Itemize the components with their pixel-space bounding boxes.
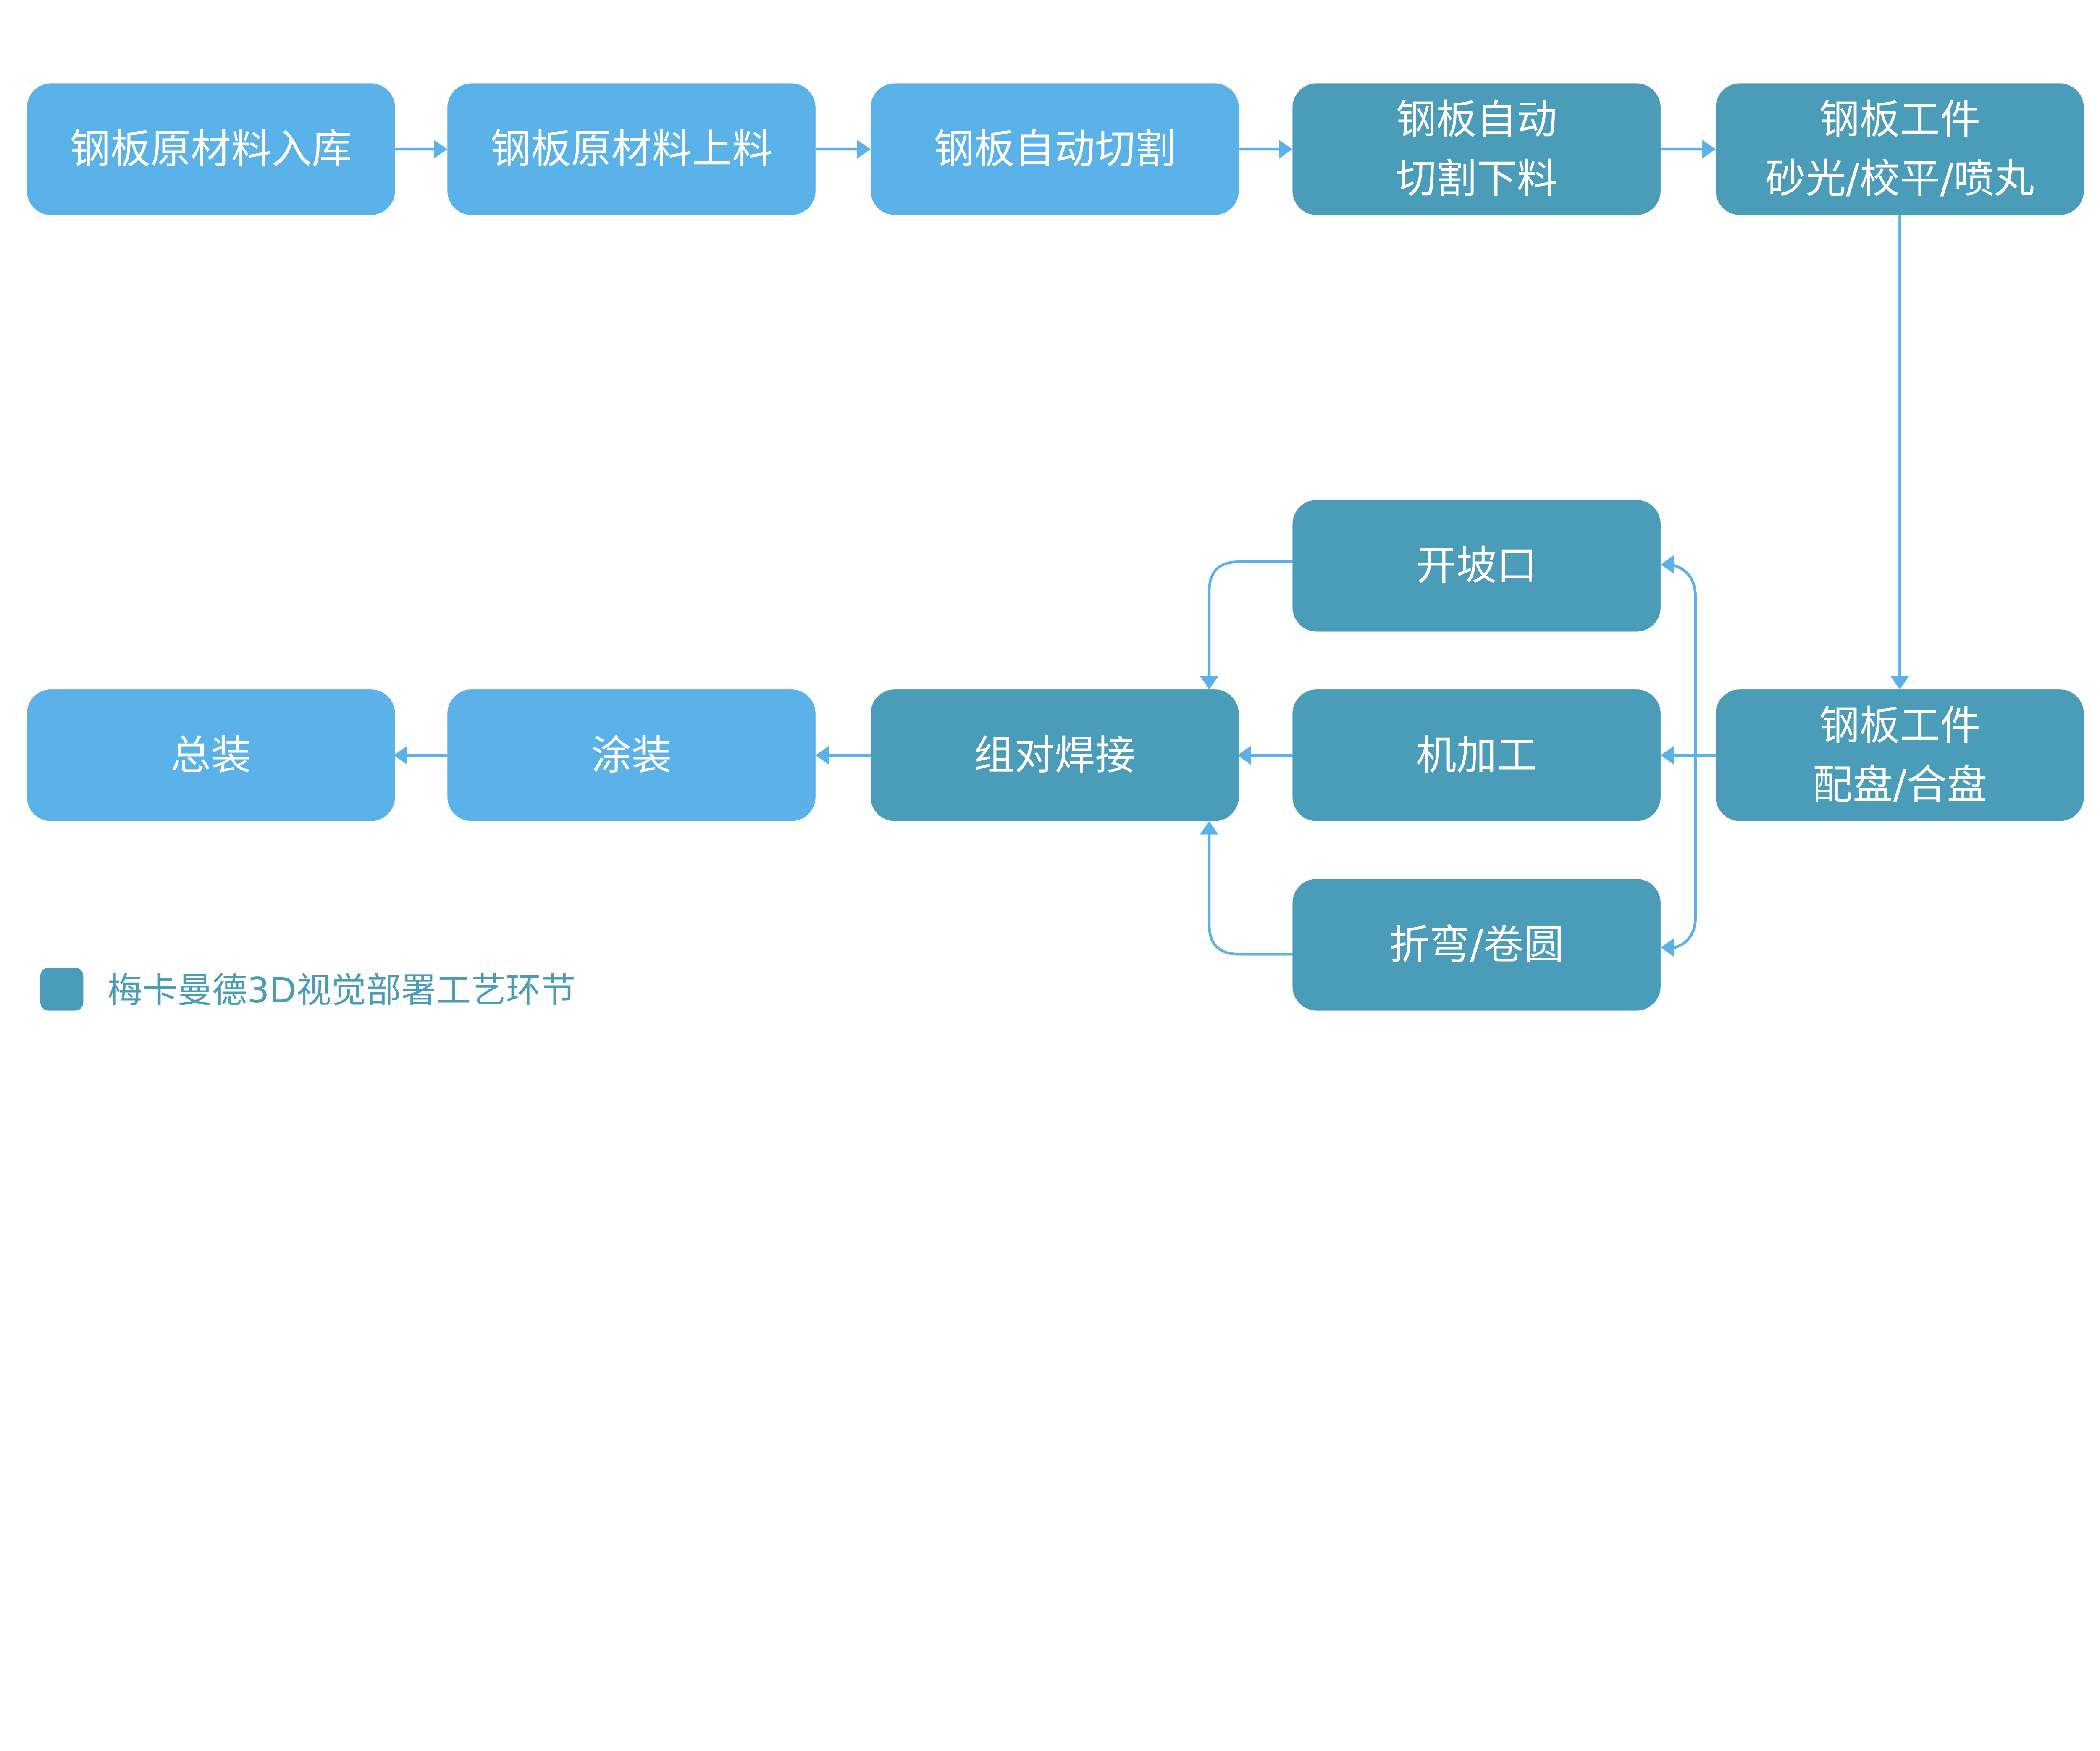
step-box [447,689,816,821]
step-box [1292,500,1661,632]
step-label: 组对焊接 [974,732,1135,779]
process-flow-diagram: 钢板原材料入库钢板原材料上料钢板自动切割钢板自动切割下料钢板工件砂光/校平/喷丸… [26,83,2084,1011]
arrow-head [394,746,407,765]
arrow-head [1890,676,1909,690]
step-s12: 总装 [26,689,395,821]
arrow-head [1660,555,1674,574]
arrow-head [1702,139,1716,159]
step-label: 涂装 [591,732,672,779]
step-label: 切割下料 [1396,155,1557,202]
arrow-head [434,139,448,159]
process-steps: 钢板原材料入库钢板原材料上料钢板自动切割钢板自动切割下料钢板工件砂光/校平/喷丸… [26,83,2084,1011]
step-s11: 涂装 [447,689,816,821]
arrow-head [815,746,829,765]
step-box [1292,879,1661,1011]
step-label: 钢板工件 [1819,96,1980,143]
step-label: 开坡口 [1416,542,1537,589]
step-box [1292,83,1661,215]
arrow-head [1200,821,1219,835]
arrow-head [1279,139,1293,159]
step-box [870,83,1239,215]
connector-s9-s10 [1208,830,1293,956]
arrow-head [1237,746,1251,765]
connector-s7-s10 [1208,560,1293,680]
legend-swatch [40,968,84,1011]
arrow-head [1660,746,1674,765]
step-label: 总装 [171,732,251,779]
connectors [394,139,1909,957]
arrow-head [1200,676,1219,690]
arrow-head [857,139,871,159]
step-box [1716,689,2084,821]
step-s10: 组对焊接 [870,689,1239,821]
step-label: 钢板工件 [1819,702,1980,749]
step-label: 配盘/合盘 [1812,761,1987,808]
connector-bus [1670,563,1697,950]
legend: 梅卡曼德3D视觉部署工艺环节 [40,968,576,1011]
step-s8: 机加工 [1292,689,1661,821]
step-label: 砂光/校平/喷丸 [1765,155,2034,202]
step-box [1716,83,2084,215]
step-s2: 钢板原材料上料 [447,83,816,215]
step-box [447,83,816,215]
step-label: 钢板自动 [1396,96,1557,143]
step-label: 机加工 [1416,732,1537,779]
arrow-head [1660,938,1674,957]
step-s7: 开坡口 [1292,500,1661,632]
step-label: 钢板原材料入库 [70,126,352,173]
step-s3: 钢板自动切割 [870,83,1239,215]
step-box [1292,689,1661,821]
legend-label: 梅卡曼德3D视觉部署工艺环节 [108,970,576,1011]
step-box [26,83,395,215]
step-label: 钢板原材料上料 [491,126,773,173]
step-s9: 折弯/卷圆 [1292,879,1661,1011]
step-box [26,689,395,821]
step-box [870,689,1239,821]
step-label: 折弯/卷圆 [1389,921,1564,968]
step-s1: 钢板原材料入库 [26,83,395,215]
step-label: 钢板自动切割 [934,126,1176,173]
